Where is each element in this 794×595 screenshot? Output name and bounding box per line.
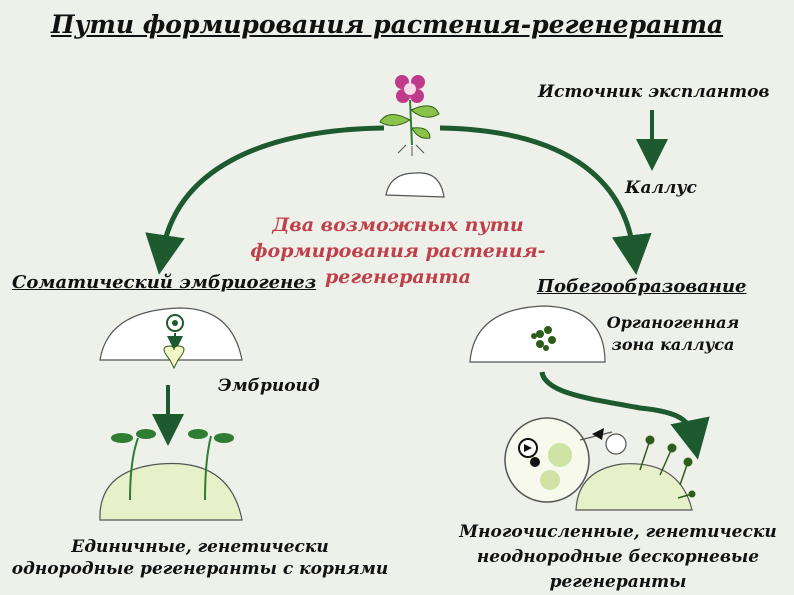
embryoid-label: Эмбриоид <box>218 376 320 396</box>
seedling-left-icon <box>111 429 156 501</box>
curved-arrow-right <box>539 371 710 460</box>
arc-arrow-right <box>439 125 652 275</box>
embryoid-heart-icon <box>163 345 185 370</box>
organogenic-zone-label: Органогенная зона каллуса <box>606 313 740 354</box>
center-note: Два возможных пути формирования растения… <box>250 214 546 288</box>
flowering-plant-icon <box>379 75 440 156</box>
right-caption: Многочисленные, генетически неоднородные… <box>459 522 777 592</box>
callus-label: Каллус <box>625 178 697 198</box>
page-title: Пути формирования растения-регенеранта <box>50 10 724 39</box>
organogenic-zone-icon <box>531 326 556 351</box>
seedling-right-icon <box>188 429 234 501</box>
shoot-formation-label: Побегообразование <box>537 276 747 297</box>
callus-right-bottom <box>575 463 693 511</box>
shoots-icon <box>639 435 696 499</box>
arc-arrow-left <box>145 125 385 275</box>
somatic-embryogenesis-label: Соматический эмбриогенез <box>12 272 317 293</box>
callus-left-bottom <box>99 462 243 521</box>
callus-top <box>385 172 445 198</box>
callus-left <box>99 307 243 361</box>
left-caption: Единичные, генетически однородные регене… <box>11 537 389 579</box>
explant-source-label: Источник эксплантов <box>538 82 770 102</box>
